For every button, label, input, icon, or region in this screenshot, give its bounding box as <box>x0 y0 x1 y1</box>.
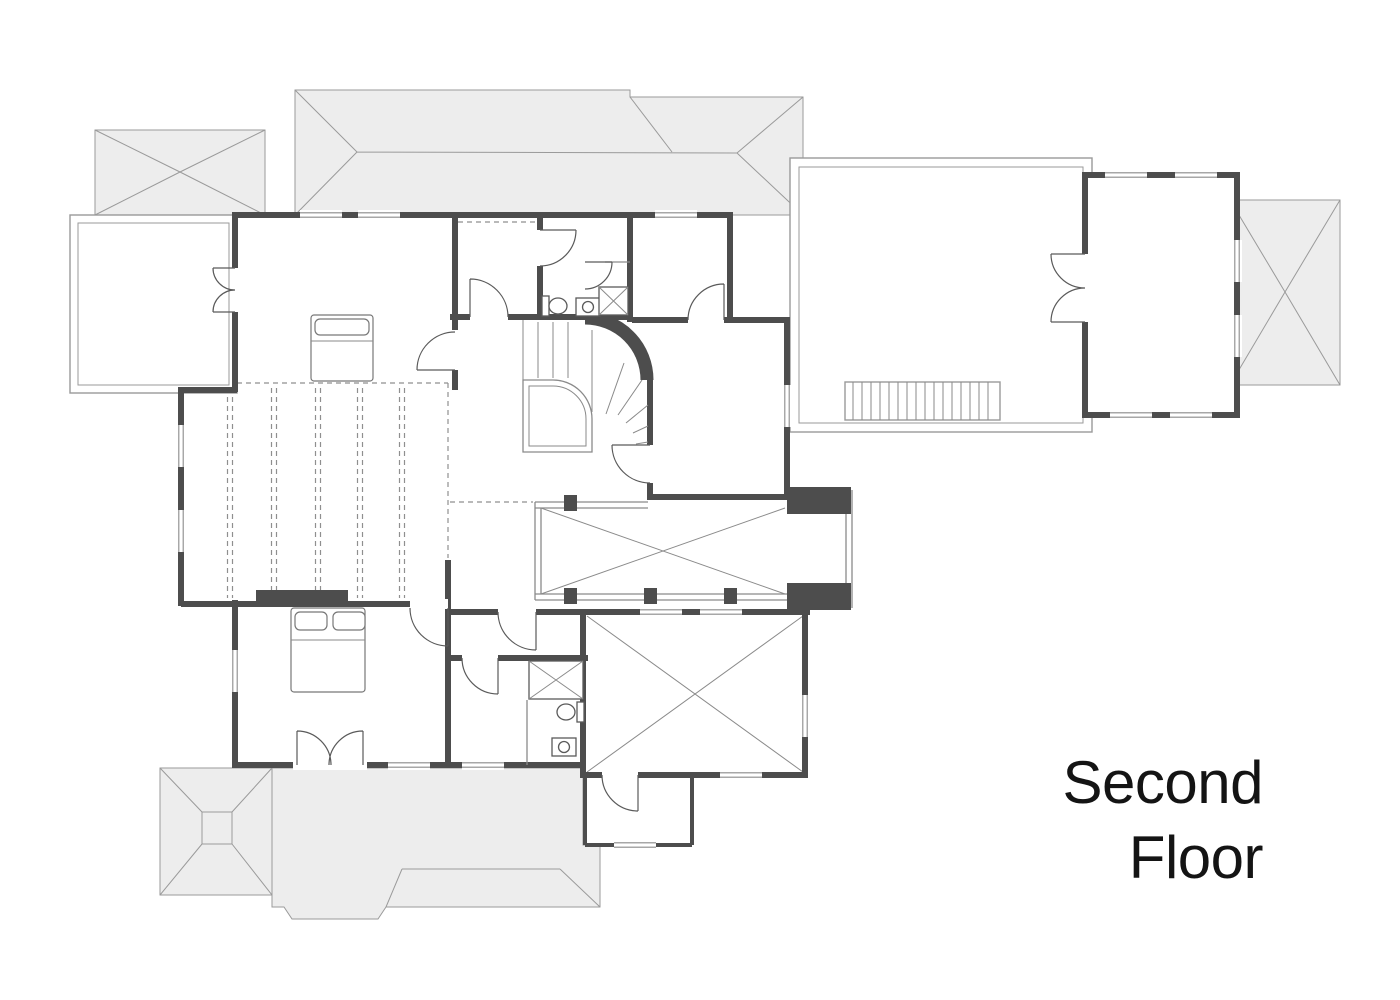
door-swing <box>539 229 577 267</box>
upper-left-deck <box>69 214 238 394</box>
shower-icon <box>528 660 584 700</box>
french-door-swing <box>212 267 236 313</box>
railing-post <box>724 588 737 604</box>
toilet-icon <box>556 701 585 723</box>
roof-top-left <box>94 129 266 216</box>
open-to-below-left <box>226 221 538 598</box>
sink-icon <box>551 737 577 757</box>
french-door-swing <box>296 730 364 766</box>
bed-icon <box>310 314 374 382</box>
walls <box>178 212 851 847</box>
stair-treads <box>522 320 649 445</box>
furniture <box>290 286 629 757</box>
door-swing <box>611 444 651 484</box>
roof-far-right <box>1229 199 1341 386</box>
railing-post <box>564 495 577 511</box>
roof-bottom-left <box>271 767 601 920</box>
sink-icon <box>575 297 601 317</box>
doors <box>212 229 1090 812</box>
open-to-below-lower <box>586 615 804 773</box>
roof-bottom-left-pavilion <box>159 767 273 896</box>
floor-title: Second Floor <box>1063 745 1264 895</box>
door-swing <box>409 607 449 647</box>
door-swing <box>687 283 725 321</box>
main-deck <box>789 157 1093 433</box>
railing-post <box>564 588 577 604</box>
low-wall <box>256 590 348 604</box>
window <box>176 240 1242 737</box>
railing-post <box>644 588 657 604</box>
wall-stub <box>787 583 851 610</box>
door-swing <box>461 657 499 695</box>
deck-stairs <box>844 381 1001 421</box>
door-swing <box>469 278 509 318</box>
right-sunroom <box>1082 172 1240 418</box>
stair-rail <box>522 379 593 453</box>
door-swing <box>497 611 537 651</box>
wall-stub <box>787 487 851 514</box>
door-swing <box>416 331 456 371</box>
stair-curved-wall <box>584 311 654 381</box>
roof-top-center <box>294 89 804 216</box>
staircase <box>522 311 654 453</box>
floor-title-line1: Second <box>1062 749 1264 816</box>
roof-outlines <box>94 89 1341 920</box>
open-to-below-center <box>534 490 853 608</box>
french-door-swing <box>1050 253 1086 323</box>
shower-icon <box>598 286 629 316</box>
bed-icon <box>290 607 366 693</box>
door-swing <box>584 261 613 290</box>
door-swing <box>601 774 639 812</box>
windows <box>176 170 1242 850</box>
window <box>300 170 1217 850</box>
toilet-icon <box>541 295 568 317</box>
floor-title-line2: Floor <box>1128 824 1264 891</box>
